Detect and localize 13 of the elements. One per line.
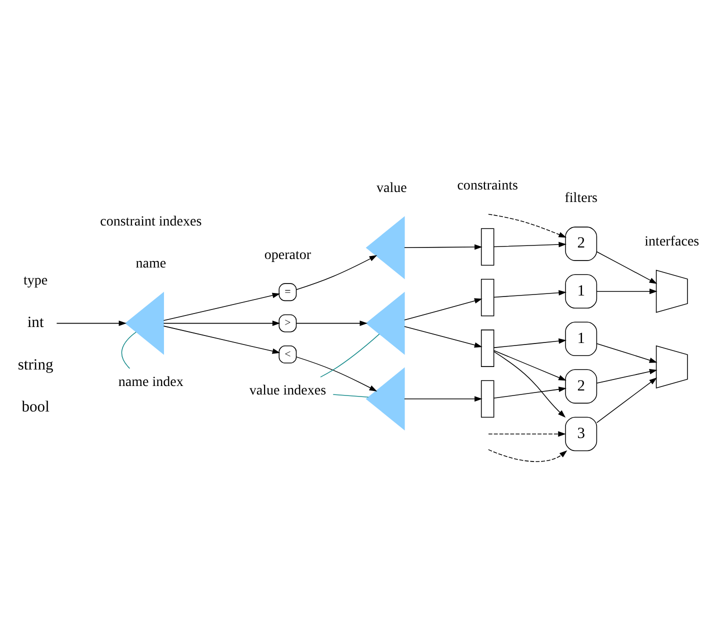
label: type [24, 274, 48, 289]
label: filters [564, 191, 598, 206]
node-text: value indexes [249, 384, 326, 399]
label: constraints [457, 178, 518, 194]
label: value [376, 180, 407, 196]
label: constraint indexes [100, 214, 202, 230]
label: operator [264, 248, 312, 263]
label: interfaces [644, 234, 700, 250]
node-text: string [18, 356, 54, 374]
node-text: int [27, 314, 44, 332]
node-text: bool [22, 398, 50, 416]
label: name [136, 256, 166, 272]
node-text: name index [118, 374, 184, 390]
